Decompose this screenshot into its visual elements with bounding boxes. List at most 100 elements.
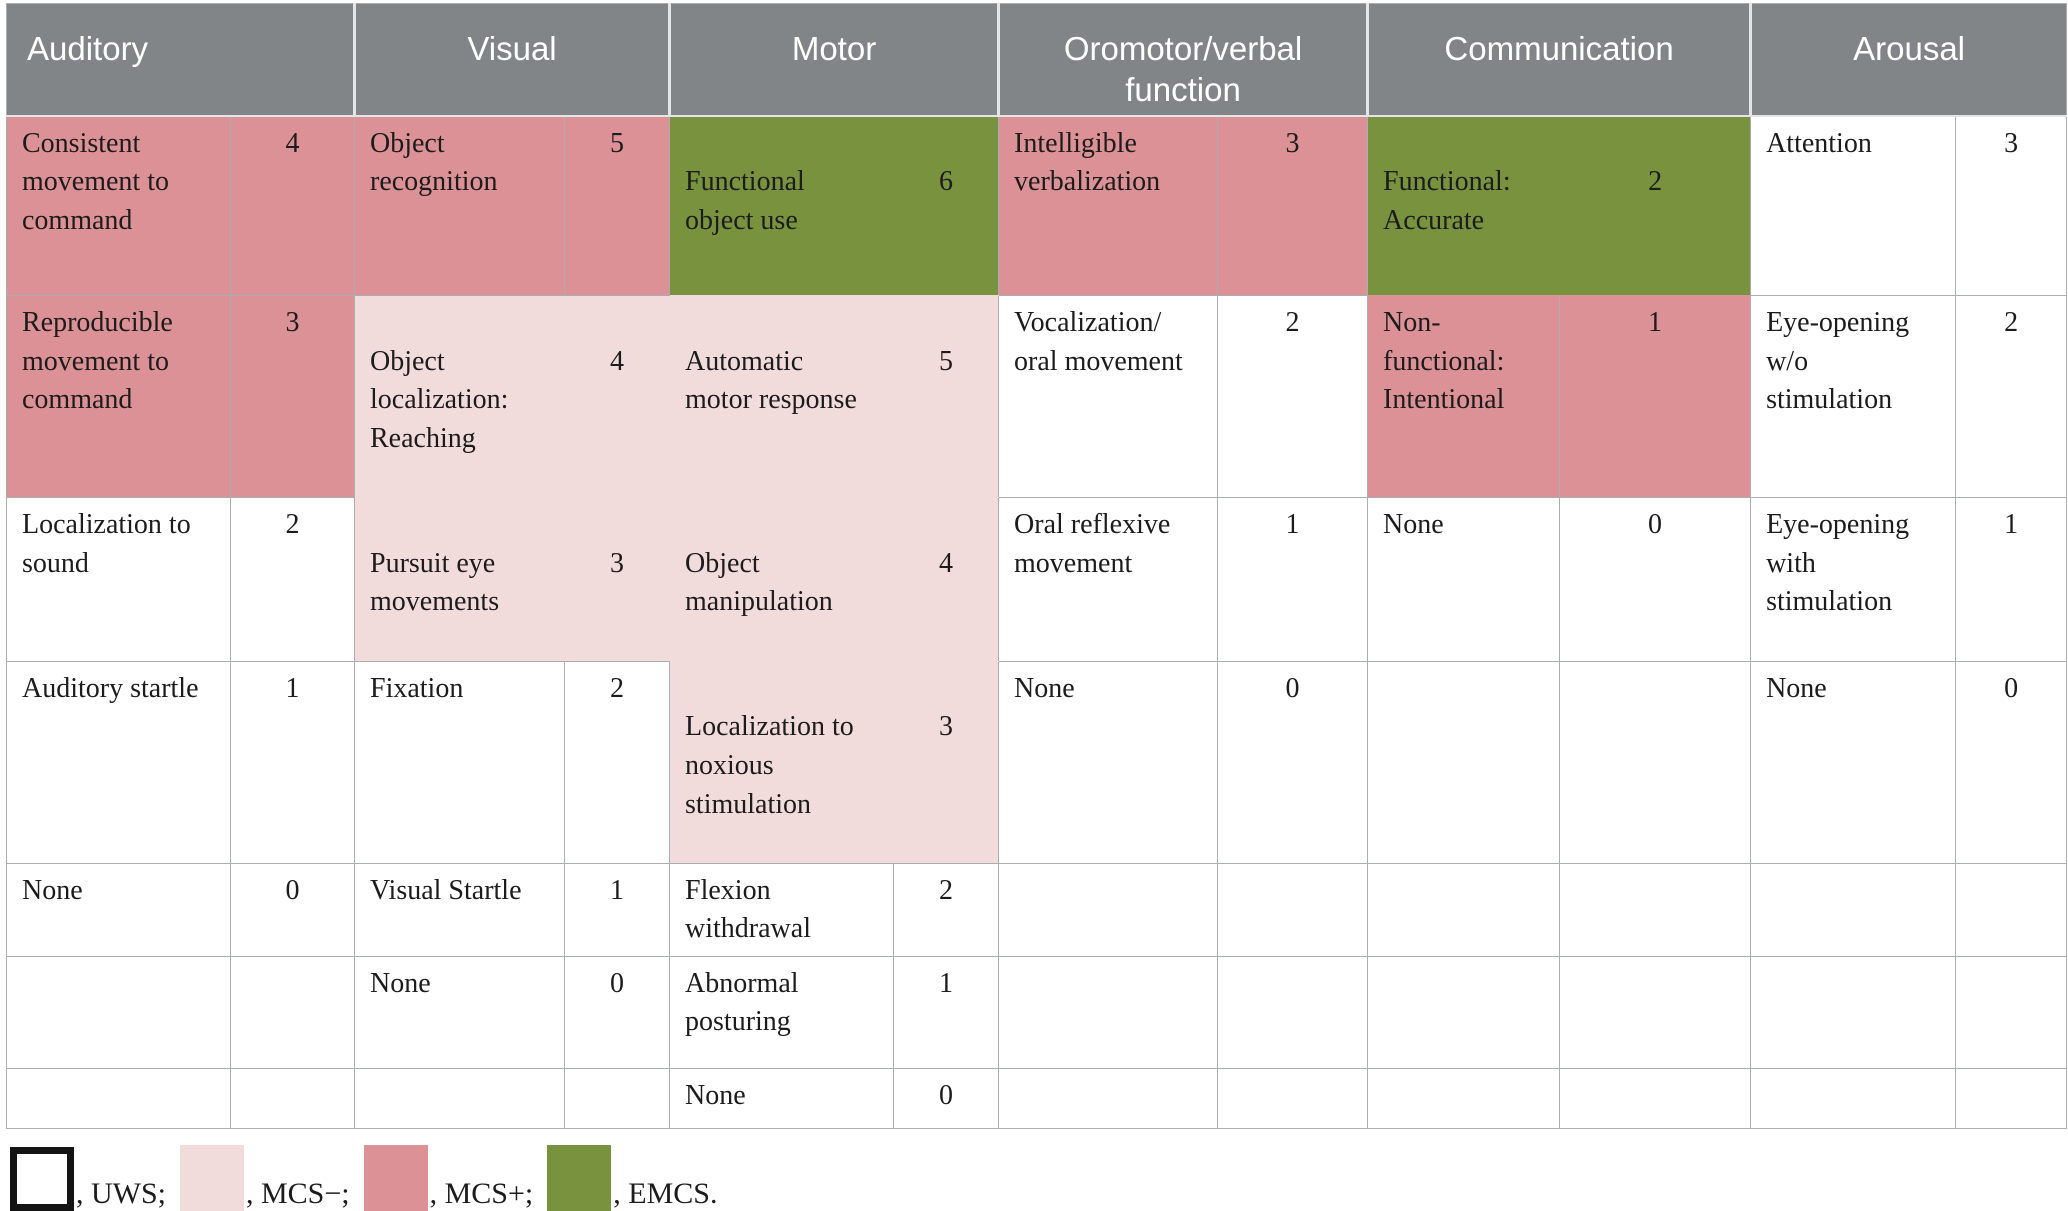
auditory-item-label: None	[6, 862, 231, 957]
empty-cell	[6, 1067, 231, 1129]
arousal-item-score: 3	[1955, 115, 2068, 296]
oromotor-item-label: None	[998, 660, 1219, 864]
arousal-item-score: 2	[1955, 294, 2068, 499]
visual-item-score: 4	[610, 345, 625, 377]
oromotor-item-label: Intelligible verbalization	[998, 115, 1219, 296]
motor-item-label: Functional object use	[685, 166, 805, 236]
column-header-arousal: Arousal	[1750, 3, 2068, 117]
visual-item-label: Pursuit eye movements	[370, 547, 500, 618]
auditory-item-score: 2	[230, 497, 355, 662]
motor-item-score: 1	[893, 955, 1000, 1069]
communication-item: Functional: Accurate 2	[1369, 155, 1750, 240]
arousal-item-label: Eye-opening w/o stimulation	[1750, 294, 1957, 499]
auditory-item-label: Consistent movement to command	[6, 115, 231, 296]
visual-item: Pursuit eye movements 3	[356, 537, 669, 622]
visual-item-merged: Pursuit eye movements 3	[353, 497, 671, 662]
table-row: Consistent movement to command 4 Object …	[6, 115, 2068, 296]
visual-item-label: Object recognition	[354, 115, 565, 296]
auditory-item-score: 1	[230, 660, 355, 864]
empty-cell	[230, 1067, 355, 1129]
table-row: None 0 Abnormal posturing 1	[6, 955, 2068, 1069]
empty-cell	[563, 1067, 671, 1129]
legend-label-uws: , UWS;	[76, 1176, 166, 1210]
visual-item-label: Visual Startle	[354, 862, 565, 957]
column-header-auditory: Auditory	[6, 3, 356, 117]
auditory-item-label: Localization to sound	[6, 497, 231, 662]
empty-cell	[230, 955, 355, 1069]
empty-cell	[998, 862, 1219, 957]
visual-item-label: Object localization: Reaching	[370, 345, 509, 454]
legend: , UWS; , MCS−; , MCS+; , EMCS.	[10, 1144, 2066, 1211]
table-row: Auditory startle 1 Fixation 2 Localizati…	[6, 660, 2068, 864]
motor-item: Automatic motor response 5	[671, 335, 998, 420]
visual-item-label: None	[354, 955, 565, 1069]
empty-cell	[1955, 1067, 2068, 1129]
motor-item-score: 4	[939, 547, 954, 579]
visual-item-score: 2	[563, 660, 671, 864]
column-header-oromotor: Oromotor/verbal function	[998, 3, 1370, 117]
empty-cell	[1559, 862, 1752, 957]
motor-item-score: 6	[939, 166, 954, 198]
motor-item-label: Localization to noxious stimulation	[685, 711, 854, 820]
communication-item-label: Functional: Accurate	[1383, 166, 1511, 236]
empty-cell	[6, 955, 231, 1069]
motor-item-merged: Automatic motor response 5	[669, 294, 1000, 499]
empty-cell	[1217, 862, 1369, 957]
communication-item-merged: Functional: Accurate 2	[1367, 115, 1752, 296]
legend-swatch-mcs-minus	[180, 1144, 244, 1211]
empty-cell	[998, 955, 1219, 1069]
motor-item: Localization to noxious stimulation 3	[671, 700, 998, 824]
column-header-motor: Motor	[669, 3, 1001, 117]
oromotor-item-score: 1	[1217, 497, 1369, 662]
motor-item-label: Object manipulation	[685, 547, 833, 618]
oromotor-item-label: Vocalization/ oral movement	[998, 294, 1219, 499]
table-row: Reproducible movement to command 3 Objec…	[6, 294, 2068, 499]
column-header-visual: Visual	[354, 3, 672, 117]
motor-item-label: Automatic motor response	[685, 345, 857, 416]
empty-cell	[1367, 1067, 1561, 1129]
oromotor-item-score: 0	[1217, 660, 1369, 864]
motor-item-merged: Localization to noxious stimulation 3	[669, 660, 1000, 864]
crs-r-table: Auditory Visual Motor Oromotor/verbal fu…	[6, 3, 2068, 1129]
auditory-item-label: Auditory startle	[6, 660, 231, 864]
empty-cell	[1955, 955, 2068, 1069]
arousal-item-label: Attention	[1750, 115, 1957, 296]
visual-item-label: Fixation	[354, 660, 565, 864]
oromotor-item-score: 3	[1217, 115, 1369, 296]
empty-cell	[1367, 660, 1561, 864]
motor-item-merged: Functional object use 6	[669, 115, 1000, 296]
communication-item-score: 1	[1559, 294, 1752, 499]
motor-item-score: 3	[939, 711, 954, 743]
arousal-item-label: Eye-opening with stimulation	[1750, 497, 1957, 662]
legend-swatch-uws	[10, 1146, 74, 1211]
empty-cell	[1217, 1067, 1369, 1129]
motor-item-label: None	[669, 1067, 895, 1129]
empty-cell	[1750, 955, 1957, 1069]
table-row: Localization to sound 2 Pursuit eye move…	[6, 497, 2068, 662]
empty-cell	[1217, 955, 1369, 1069]
oromotor-item-label: Oral reflexive movement	[998, 497, 1219, 662]
legend-label-emcs: , EMCS.	[613, 1176, 718, 1210]
oromotor-item-score: 2	[1217, 294, 1369, 499]
empty-cell	[998, 1067, 1219, 1129]
motor-item-merged: Object manipulation 4	[669, 497, 1000, 662]
communication-item-score: 2	[1648, 166, 1663, 198]
legend-swatch-mcs-plus	[363, 1144, 428, 1211]
visual-item-score: 0	[563, 955, 671, 1069]
motor-item-label: Flexion withdrawal	[669, 862, 895, 957]
empty-cell	[1367, 862, 1561, 957]
table-row: None 0	[6, 1067, 2068, 1129]
empty-cell	[1750, 1067, 1957, 1129]
auditory-item-score: 4	[230, 115, 355, 296]
legend-label-mcs-plus: , MCS+;	[429, 1176, 534, 1210]
motor-item-score: 2	[893, 862, 1000, 957]
table-row: None 0 Visual Startle 1 Flexion withdraw…	[6, 862, 2068, 957]
communication-item-label: Non- functional: Intentional	[1367, 294, 1561, 499]
communication-item-score: 0	[1559, 497, 1752, 662]
visual-item-score: 1	[563, 862, 671, 957]
visual-item-merged: Object localization: Reaching 4	[353, 294, 671, 499]
motor-item-label: Abnormal posturing	[669, 955, 895, 1069]
column-header-communication: Communication	[1367, 3, 1753, 117]
motor-item: Functional object use 6	[671, 155, 998, 240]
